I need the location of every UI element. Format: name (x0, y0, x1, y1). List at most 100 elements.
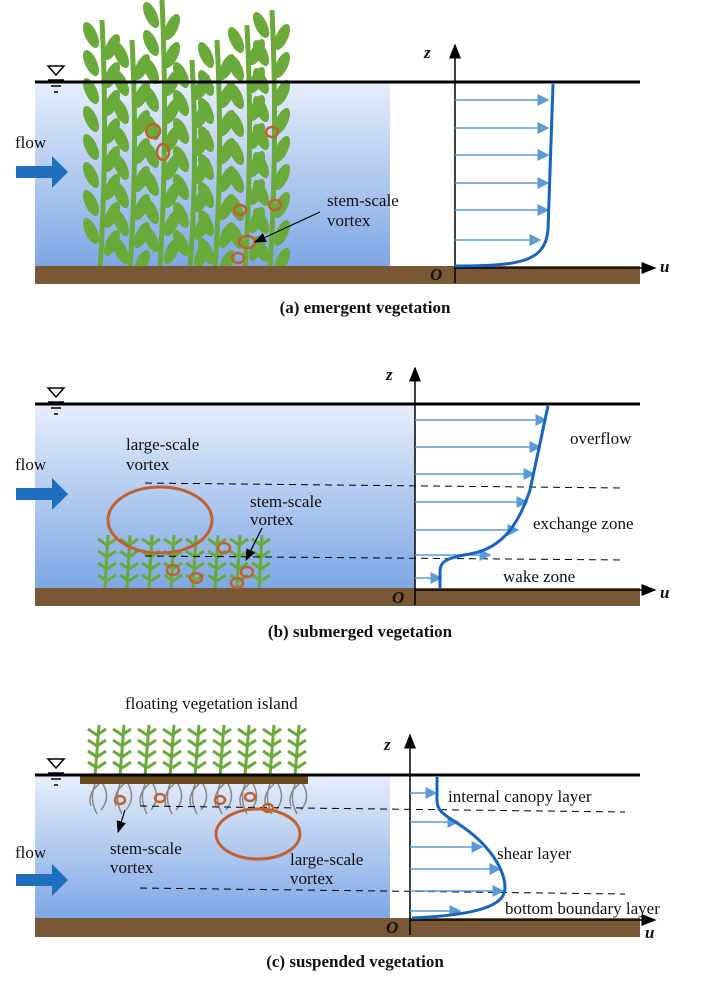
large-vortex-label: large-scale (290, 850, 363, 869)
riverbed (35, 918, 640, 937)
leaf (103, 146, 121, 172)
leaf (142, 30, 160, 56)
velocity-profile (411, 777, 507, 920)
plant-stem (212, 39, 223, 269)
leaf (163, 573, 183, 583)
leaf (262, 749, 282, 759)
leaf (141, 561, 161, 571)
leaf (207, 573, 227, 583)
leaf (103, 90, 121, 116)
panel-submerged: flow large-scale vortex stem-scale vorte… (15, 365, 669, 641)
leaf (112, 738, 132, 748)
stem-vortex-label: vortex (250, 510, 294, 529)
dashed-boundary (139, 887, 626, 895)
leaf (227, 55, 245, 81)
leaf (212, 760, 232, 770)
leaf (187, 760, 207, 770)
floating-mat (80, 775, 308, 784)
leaf (162, 727, 182, 737)
leaf (112, 126, 130, 152)
origin-label: O (392, 588, 404, 607)
z-axis-label: z (423, 43, 431, 62)
leaf (252, 152, 270, 178)
leaf (119, 561, 139, 571)
velocity-vectors (455, 94, 550, 246)
leaf (142, 114, 160, 140)
water-level-icon (46, 758, 66, 786)
leaf (229, 561, 249, 571)
leaf (197, 98, 215, 124)
stem-vortex-label: vortex (110, 858, 154, 877)
island-label: floating vegetation island (125, 694, 298, 713)
velocity-vectors (410, 787, 505, 917)
vortex-label: vortex (327, 211, 371, 230)
leaf (103, 230, 121, 256)
leaf (252, 180, 270, 206)
large-vortex-label: large-scale (126, 435, 199, 454)
plant-stem (187, 59, 198, 269)
leaf (87, 727, 107, 737)
vortex-label: stem-scale (327, 191, 399, 210)
leaf (251, 573, 271, 583)
leaf (237, 727, 257, 737)
large-vortex-label: vortex (290, 869, 334, 888)
leaf (229, 537, 249, 547)
flow-label: flow (15, 843, 47, 862)
leaf (87, 749, 107, 759)
leaf (137, 760, 157, 770)
velocity-profile (438, 405, 550, 588)
leaf (287, 738, 307, 748)
leaf (252, 40, 270, 66)
stem-vortex (267, 198, 283, 212)
leaf (112, 727, 132, 737)
large-scale-vortex (106, 485, 214, 555)
riverbed (35, 588, 640, 606)
flow-arrow-icon (16, 864, 68, 896)
leaf (141, 537, 161, 547)
caption: (c) suspended vegetation (266, 952, 444, 971)
leaf (112, 210, 130, 236)
zone-label: internal canopy layer (448, 787, 592, 806)
leaf (97, 573, 117, 583)
leaf (273, 220, 291, 246)
stem-vortex (232, 203, 248, 217)
leaf (197, 42, 215, 68)
u-axis-label: u (645, 923, 654, 942)
roots (89, 783, 308, 815)
leaf (82, 50, 100, 76)
zone-label: bottom boundary layer (505, 899, 660, 918)
zone-label: overflow (570, 429, 632, 448)
leaf (273, 136, 291, 162)
leaf (252, 124, 270, 150)
leaf (142, 170, 160, 196)
leaf (137, 727, 157, 737)
leaf (197, 182, 215, 208)
flow-arrow-icon (16, 478, 68, 510)
stem-vortex (155, 142, 171, 162)
leaf (227, 139, 245, 165)
leaf (251, 561, 271, 571)
flow-label: flow (15, 455, 47, 474)
leaf (207, 561, 227, 571)
stem-vortex (239, 565, 255, 579)
water-body (35, 775, 390, 920)
velocity-vectors (415, 414, 548, 584)
origin-label: O (386, 918, 398, 937)
root (139, 783, 158, 815)
leaf (112, 749, 132, 759)
leaf (187, 738, 207, 748)
large-vortex-label: vortex (126, 455, 170, 474)
stem-vortex-label: stem-scale (110, 839, 182, 858)
zone-label: wake zone (503, 567, 575, 586)
stem-vortex (153, 792, 167, 804)
leaf (262, 738, 282, 748)
z-axis-label: z (383, 735, 391, 754)
leaf (287, 727, 307, 737)
stem-vortex (113, 794, 127, 806)
zone-label: exchange zone (533, 514, 634, 533)
leaf (162, 749, 182, 759)
plant-stem (97, 19, 108, 269)
leaf (87, 738, 107, 748)
leaf (87, 760, 107, 770)
leaf (112, 98, 130, 124)
